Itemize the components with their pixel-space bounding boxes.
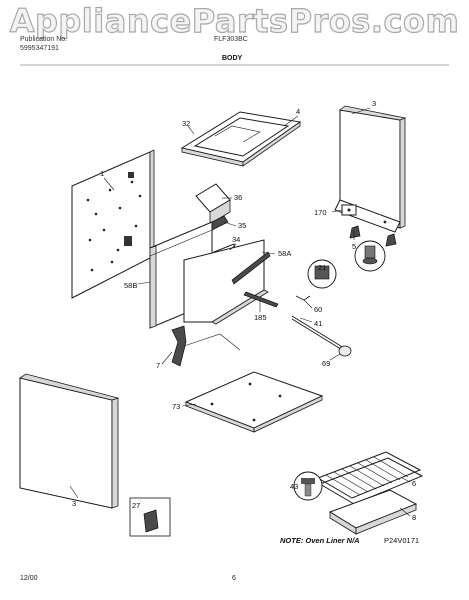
part-rear-top-bracket	[180, 111, 302, 167]
drawing-code: P24V0171	[384, 536, 419, 545]
part-switch-21	[307, 259, 337, 289]
callout-58A: 58A	[278, 249, 291, 258]
callout-34: 34	[232, 235, 240, 244]
callout-35: 35	[238, 221, 246, 230]
callout-7: 7	[156, 361, 160, 370]
footer-date: 12/00	[20, 575, 38, 582]
callout-27: 27	[132, 501, 140, 510]
callout-3-top: 3	[372, 99, 376, 108]
model-number: FLF303BC	[214, 36, 248, 43]
callout-69: 69	[322, 359, 330, 368]
part-leveler-bracket	[341, 204, 357, 216]
part-knob-69	[338, 345, 352, 357]
callout-170: 170	[314, 208, 327, 217]
callout-32: 32	[182, 119, 190, 128]
callout-21: 21	[318, 263, 326, 272]
callout-41: 41	[314, 319, 322, 328]
footer-page-number: 6	[232, 575, 236, 582]
callout-5: 5	[352, 242, 356, 251]
part-back-panel-bottom	[19, 373, 120, 509]
callout-3-bottom: 3	[72, 499, 76, 508]
part-side-panel-left	[71, 149, 155, 299]
part-screw-43	[293, 471, 323, 501]
callout-6: 6	[412, 479, 416, 488]
part-door-latch-7	[171, 325, 241, 367]
publication-label: Publication No.	[20, 36, 68, 43]
part-leg-levelers	[349, 225, 397, 272]
leader-lines	[69, 107, 411, 517]
callout-185: 185	[254, 313, 267, 322]
callout-8: 8	[412, 513, 416, 522]
callout-60: 60	[314, 305, 322, 314]
publication-number: 5995347191	[20, 45, 59, 52]
part-oven-rack-6	[316, 451, 424, 505]
watermark-logo: AppliancePartsPros.com	[9, 1, 460, 40]
part-bracket-36	[195, 183, 231, 225]
part-inset-27	[129, 497, 171, 537]
part-hinge-60	[295, 295, 311, 301]
part-bottom-plate-73	[184, 371, 324, 433]
part-broiler-pan-8	[328, 489, 418, 535]
callout-4: 4	[296, 107, 300, 116]
callout-1: 1	[100, 169, 104, 178]
callout-43: 43	[290, 482, 298, 491]
part-trim-strip-185	[243, 291, 279, 308]
part-rod-41	[291, 315, 345, 352]
callout-73: 73	[172, 402, 180, 411]
oven-liner-note: NOTE: Oven Liner N/A	[280, 536, 360, 545]
callout-36: 36	[234, 193, 242, 202]
callout-58B: 58B	[124, 281, 137, 290]
section-title: BODY	[222, 55, 243, 62]
